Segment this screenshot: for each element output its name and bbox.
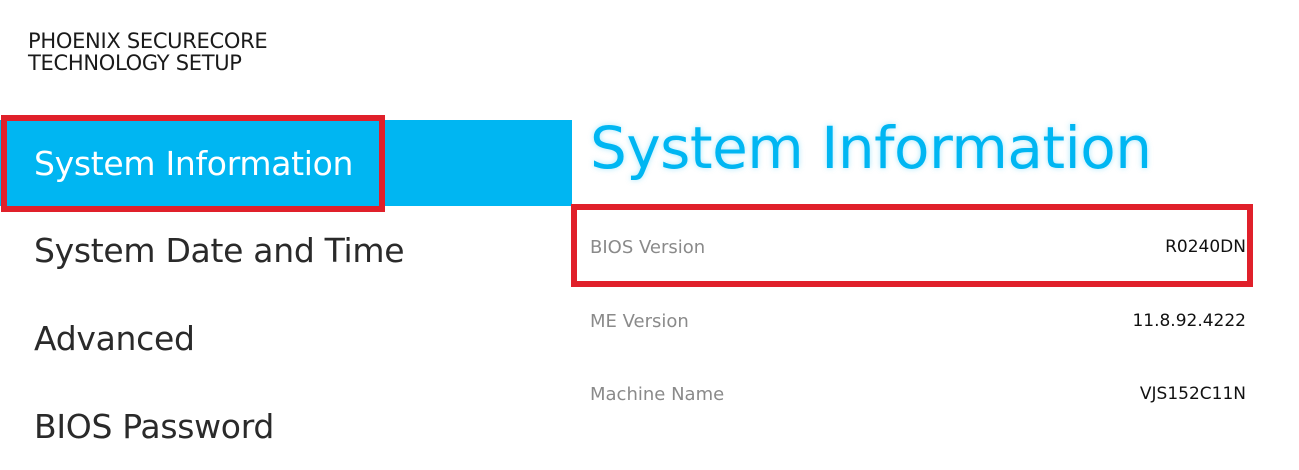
brand-line-1: PHOENIX SECURECORE (28, 29, 268, 53)
info-label: BIOS Version (590, 236, 706, 258)
nav-item-system-date-and-time[interactable]: System Date and Time (0, 206, 572, 294)
info-row-machine-name: Machine Name VJS152C11N (590, 379, 1246, 409)
info-value: 11.8.92.4222 (1132, 311, 1246, 331)
nav-item-label: Advanced (34, 318, 195, 358)
nav-item-label: BIOS Password (34, 406, 275, 446)
nav-item-label: System Date and Time (34, 230, 405, 270)
info-value: VJS152C11N (1139, 384, 1246, 404)
info-row-me-version: ME Version 11.8.92.4222 (590, 306, 1246, 336)
nav-item-label: System Information (34, 143, 354, 183)
sidebar-nav: System Information System Date and Time … (0, 120, 572, 470)
page-title: System Information (590, 114, 1152, 182)
nav-item-advanced[interactable]: Advanced (0, 294, 572, 382)
info-label: Machine Name (590, 383, 725, 405)
info-row-bios-version: BIOS Version R0240DN (590, 232, 1246, 262)
nav-item-system-information[interactable]: System Information (0, 120, 572, 206)
nav-item-bios-password[interactable]: BIOS Password (0, 382, 572, 470)
brand-title: PHOENIX SECURECORE TECHNOLOGY SETUP (28, 29, 268, 75)
brand-line-2: TECHNOLOGY SETUP (28, 51, 242, 75)
info-value: R0240DN (1165, 237, 1246, 257)
info-label: ME Version (590, 310, 689, 332)
